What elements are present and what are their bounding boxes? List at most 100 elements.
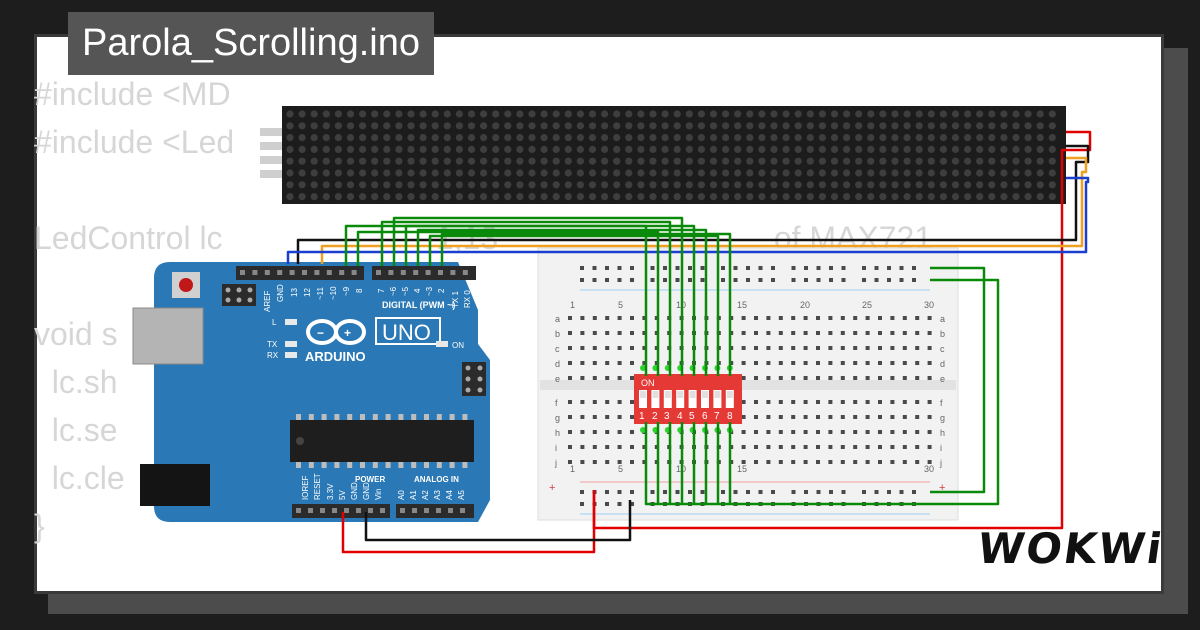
hole — [887, 266, 891, 270]
hole — [865, 331, 870, 335]
matrix-led — [322, 110, 330, 118]
matrix-led — [419, 122, 427, 130]
matrix-led — [734, 169, 742, 177]
hole — [803, 430, 808, 434]
hole — [630, 400, 634, 404]
hole — [874, 278, 879, 282]
dip-switch[interactable]: ON 1 2 3 4 5 6 7 8 — [634, 365, 742, 433]
dip-number: 3 — [664, 411, 670, 422]
hole — [890, 460, 895, 464]
matrix-led — [322, 181, 330, 189]
hole — [803, 331, 808, 335]
matrix-led — [830, 181, 839, 189]
matrix-led — [1048, 110, 1056, 118]
matrix-led — [359, 193, 367, 201]
hole — [592, 316, 597, 320]
dip-toggle[interactable] — [713, 390, 722, 408]
matrix-led — [927, 134, 935, 142]
matrix-led — [951, 110, 960, 118]
dip-toggle[interactable] — [701, 390, 709, 408]
hole — [791, 415, 796, 419]
matrix-led — [758, 122, 766, 130]
matrix-led — [383, 181, 391, 189]
wire-green — [416, 228, 708, 376]
arduino-uno[interactable]: AREF GND 13 12 ~11 ~10 ~9 8 7 ~6 ~5 4 ~3… — [132, 262, 490, 522]
matrix-led — [346, 145, 355, 153]
hole — [617, 445, 622, 449]
hole — [902, 460, 907, 464]
matrix-led — [649, 157, 657, 165]
hole — [803, 346, 808, 350]
hole — [829, 266, 833, 270]
matrix-led — [746, 110, 754, 118]
hole — [828, 331, 833, 335]
hole — [853, 430, 858, 434]
hole — [902, 445, 907, 449]
dip-toggle[interactable] — [676, 390, 685, 408]
header-pin — [376, 270, 381, 275]
arduino-infinity-icon: − + — [306, 319, 366, 345]
matrix-led — [540, 134, 548, 142]
matrix-led — [371, 181, 379, 189]
arduino-brand: ARDUINO — [305, 349, 366, 364]
hole — [853, 331, 858, 335]
matrix-led — [298, 134, 306, 142]
hole — [828, 376, 833, 380]
dip-toggle[interactable] — [639, 390, 647, 408]
analog-header — [396, 504, 474, 518]
matrix-led — [782, 169, 790, 177]
hole — [915, 331, 920, 335]
matrix-led — [1024, 134, 1032, 142]
row-label: e — [555, 374, 560, 384]
project-title[interactable]: Parola_Scrolling.ino — [68, 12, 434, 75]
hole — [630, 376, 634, 380]
hole — [840, 460, 845, 464]
hole — [741, 331, 746, 335]
hole — [890, 445, 895, 449]
matrix-led — [298, 110, 306, 118]
matrix-led — [1036, 122, 1044, 130]
matrix-led — [588, 157, 597, 165]
matrix-led — [964, 145, 972, 153]
matrix-led — [818, 134, 827, 142]
matrix-led — [830, 134, 839, 142]
matrix-led — [746, 169, 754, 177]
row-label: f — [555, 398, 558, 408]
dip-toggle[interactable] — [688, 390, 697, 408]
dip-toggle[interactable] — [663, 390, 672, 408]
hole — [754, 445, 758, 449]
matrix-led — [310, 157, 318, 165]
matrix-led — [576, 110, 585, 118]
hole — [862, 278, 866, 282]
matrix-led — [322, 134, 330, 142]
matrix-led — [722, 134, 730, 142]
hole — [874, 266, 879, 270]
hole — [592, 376, 597, 380]
col-label: 1 — [570, 464, 575, 474]
dip-toggle[interactable] — [725, 390, 734, 408]
matrix-led — [915, 122, 923, 130]
matrix-led — [516, 134, 524, 142]
matrix-led — [782, 193, 790, 201]
header-pin — [425, 270, 431, 275]
matrix-led — [770, 145, 778, 153]
wire-green — [930, 266, 986, 494]
matrix-led — [1012, 169, 1020, 177]
dip-toggle[interactable] — [651, 390, 660, 408]
matrix-led — [576, 157, 585, 165]
hole — [746, 266, 750, 270]
matrix-led — [988, 169, 996, 177]
matrix-led — [939, 181, 948, 189]
matrix-led — [709, 110, 718, 118]
reset-button-cap[interactable] — [179, 278, 193, 292]
matrix-led — [528, 145, 536, 153]
matrix-led — [492, 134, 500, 142]
pin-label: ~10 — [329, 286, 338, 300]
hole — [630, 430, 634, 434]
hole — [766, 445, 771, 449]
matrix-led — [1024, 193, 1032, 201]
matrix-led — [1024, 157, 1032, 165]
led-matrix[interactable] — [260, 106, 1066, 204]
matrix-led — [383, 169, 391, 177]
breadboard[interactable]: 1 5 10 15 20 25 30 1 5 10 15 30 a b c d … — [537, 247, 959, 521]
